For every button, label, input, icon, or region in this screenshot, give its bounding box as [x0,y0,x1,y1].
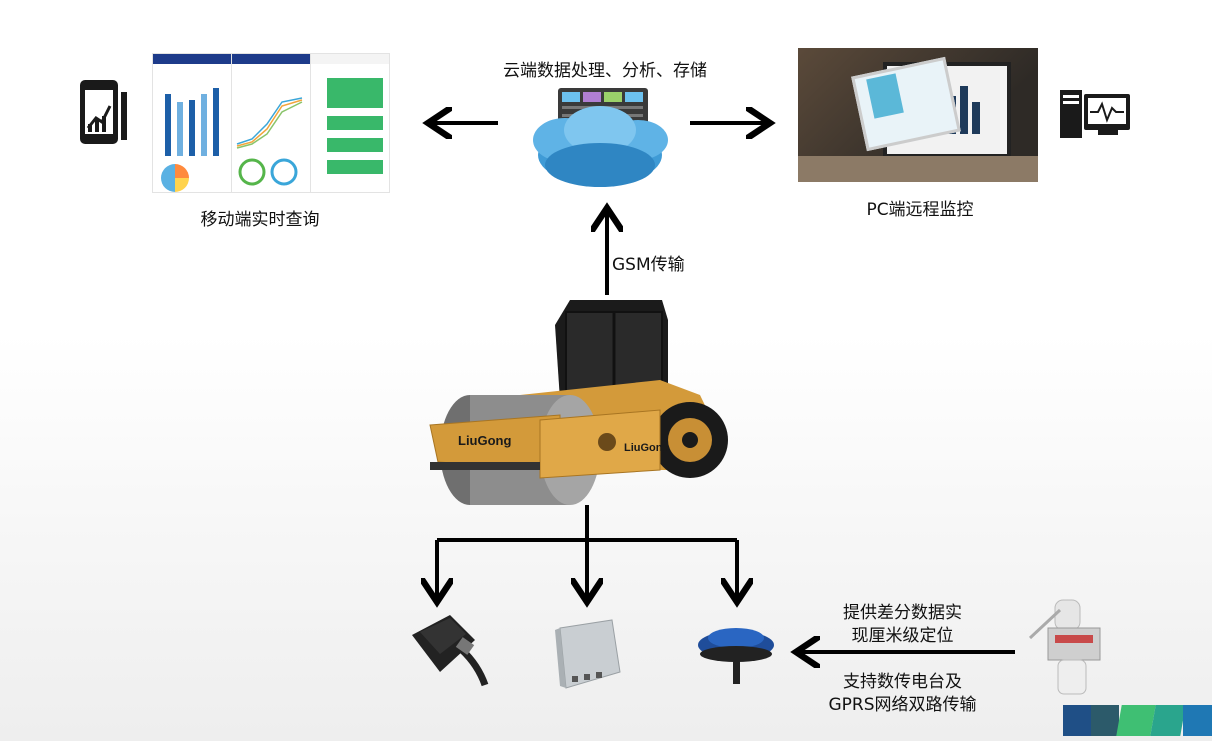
diff-label-line1: 提供差分数据实 [843,603,962,623]
mobile-screen-production [152,53,232,193]
roller-brand-side: LiuGong [624,442,670,454]
pc-monitoring-photo [798,48,1038,182]
cloud-label: 云端数据处理、分析、存储 [503,61,707,81]
decorative-color-strip [1063,705,1212,736]
gsm-label: GSM传输 [612,255,685,275]
mobile-screen-curves [231,53,311,193]
radio-label-line1: 支持数传电台及 [843,672,962,692]
pc-label: PC端远程监控 [866,200,974,220]
diff-label-line2: 现厘米级定位 [851,626,954,646]
mobile-screen-messages [310,53,390,193]
mobile-label: 移动端实时查询 [200,210,320,230]
roller-brand-front: LiuGong [458,433,512,448]
radio-label-line2: GPRS网络双路传输 [828,695,977,715]
